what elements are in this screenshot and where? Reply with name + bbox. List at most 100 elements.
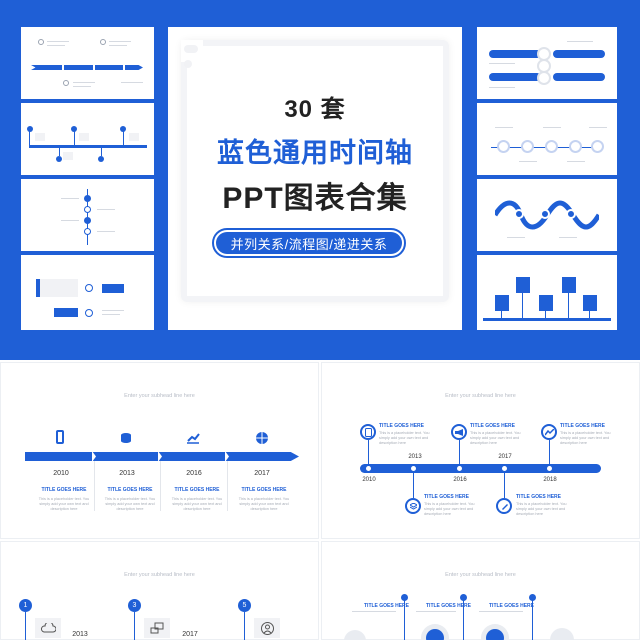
item-title: TITLE GOES HERE xyxy=(426,603,472,609)
list-node xyxy=(84,217,91,224)
timeline-node xyxy=(545,464,554,473)
trend-icon xyxy=(541,424,557,440)
connector xyxy=(101,148,102,156)
timeline-node xyxy=(455,464,464,473)
item-description: This is a placeholder text. You simply a… xyxy=(424,502,475,516)
card xyxy=(562,277,576,293)
slide-node-timeline[interactable]: Enter your subhead line here TITLE GOES … xyxy=(321,362,640,539)
connector xyxy=(244,612,245,640)
pin-line xyxy=(404,600,405,640)
year-label: 2017 xyxy=(254,470,270,477)
circle-node xyxy=(344,630,366,640)
wave-node xyxy=(540,209,550,219)
thumbnail-arrow-steps[interactable] xyxy=(21,255,154,330)
item-title: TITLE GOES HERE xyxy=(470,423,516,429)
chart-icon xyxy=(186,432,200,444)
text-line xyxy=(479,611,523,612)
slide-subtitle: Enter your subhead line here xyxy=(124,572,195,578)
text-line xyxy=(495,127,513,128)
arrow-divider xyxy=(62,63,64,72)
slide-pin-timeline[interactable]: Enter your subhead line here TITLE GOES … xyxy=(321,541,640,640)
text-line xyxy=(97,209,115,210)
step-icon xyxy=(85,309,93,317)
megaphone-icon xyxy=(451,424,467,440)
connector xyxy=(545,311,546,318)
globe-icon xyxy=(255,431,269,445)
timeline-node xyxy=(98,156,104,162)
circle-node xyxy=(521,140,534,153)
timeline-node xyxy=(409,464,418,473)
thumbnail-horizontal-timeline[interactable] xyxy=(21,103,154,175)
circle-node-inner xyxy=(486,629,504,640)
connector xyxy=(501,311,502,318)
connector xyxy=(29,131,30,145)
item-description: This is a placeholder text. You simply a… xyxy=(470,431,521,445)
text-line xyxy=(352,611,396,612)
center-node xyxy=(537,71,551,85)
wave-node xyxy=(514,209,524,219)
text-line xyxy=(102,310,124,311)
connector xyxy=(25,612,26,640)
slide-numbered-steps[interactable]: Enter your subhead line here 1 3 5 2013 … xyxy=(0,541,319,640)
connector xyxy=(549,440,550,464)
cover-subtitle: PPT图表合集 xyxy=(222,182,408,215)
text-line xyxy=(102,314,120,315)
year-label: 2010 xyxy=(53,470,69,477)
item-description: This is a placeholder text. You simply a… xyxy=(238,497,290,511)
thumbnail-card-timeline[interactable] xyxy=(477,255,617,330)
item-title: TITLE GOES HERE xyxy=(560,423,606,429)
circle-node xyxy=(591,140,604,153)
circle-node xyxy=(550,628,574,640)
pin-line xyxy=(463,600,464,640)
icon-box xyxy=(129,133,139,141)
text-line xyxy=(97,231,115,232)
thumbnail-vertical-list[interactable] xyxy=(21,179,154,251)
connector xyxy=(504,473,505,498)
text-line xyxy=(507,237,525,238)
timeline-node xyxy=(27,126,33,132)
text-line xyxy=(559,237,577,238)
pin-head xyxy=(401,594,408,601)
frame-corner-mark xyxy=(184,60,192,68)
year-label: 2013 xyxy=(72,631,88,638)
chat-icon xyxy=(149,621,165,635)
slide-arrow-timeline[interactable]: Enter your subhead line here 2010 2013 2… xyxy=(0,362,319,539)
list-node xyxy=(84,206,91,213)
text-line xyxy=(61,198,79,199)
slide-subtitle: Enter your subhead line here xyxy=(124,393,195,399)
text-line xyxy=(416,611,456,612)
list-node xyxy=(84,228,91,235)
thumbnail-pill-list[interactable] xyxy=(477,27,617,99)
thumbnail-process-arrows[interactable] xyxy=(21,27,154,99)
slide-subtitle: Enter your subhead line here xyxy=(445,393,516,399)
item-title: TITLE GOES HERE xyxy=(174,487,220,493)
connector xyxy=(568,293,569,318)
item-description: This is a placeholder text. You simply a… xyxy=(104,497,156,511)
item-description: This is a placeholder text. You simply a… xyxy=(171,497,223,511)
cover-frame xyxy=(181,40,449,302)
list-node xyxy=(84,195,91,202)
pen-icon xyxy=(496,498,512,514)
circle-icon xyxy=(100,39,106,45)
circle-icon xyxy=(63,80,69,86)
cover-card: 30 套 蓝色通用时间轴 PPT图表合集 并列关系/流程图/递进关系 xyxy=(168,27,462,330)
item-title: TITLE GOES HERE xyxy=(364,603,410,609)
film-icon xyxy=(54,430,66,444)
cover-count: 30 套 xyxy=(284,96,346,123)
column-divider xyxy=(227,461,228,511)
year-label: 2010 xyxy=(362,477,376,483)
arrow-timeline-bar xyxy=(25,452,299,461)
item-description: This is a placeholder text. You simply a… xyxy=(516,502,567,516)
arrow-divider xyxy=(158,451,162,462)
text-line xyxy=(567,161,585,162)
thumbnail-circle-row[interactable] xyxy=(477,103,617,175)
year-label: 2013 xyxy=(408,454,422,460)
text-line xyxy=(109,41,131,42)
item-description: This is a placeholder text. You simply a… xyxy=(38,497,90,511)
pill-bar xyxy=(489,50,541,58)
item-title: TITLE GOES HERE xyxy=(489,603,535,609)
timeline-bar xyxy=(360,464,601,473)
frame-corner-mark xyxy=(184,45,198,53)
thumbnail-wave-timeline[interactable] xyxy=(477,179,617,251)
cloud-icon xyxy=(39,623,57,633)
